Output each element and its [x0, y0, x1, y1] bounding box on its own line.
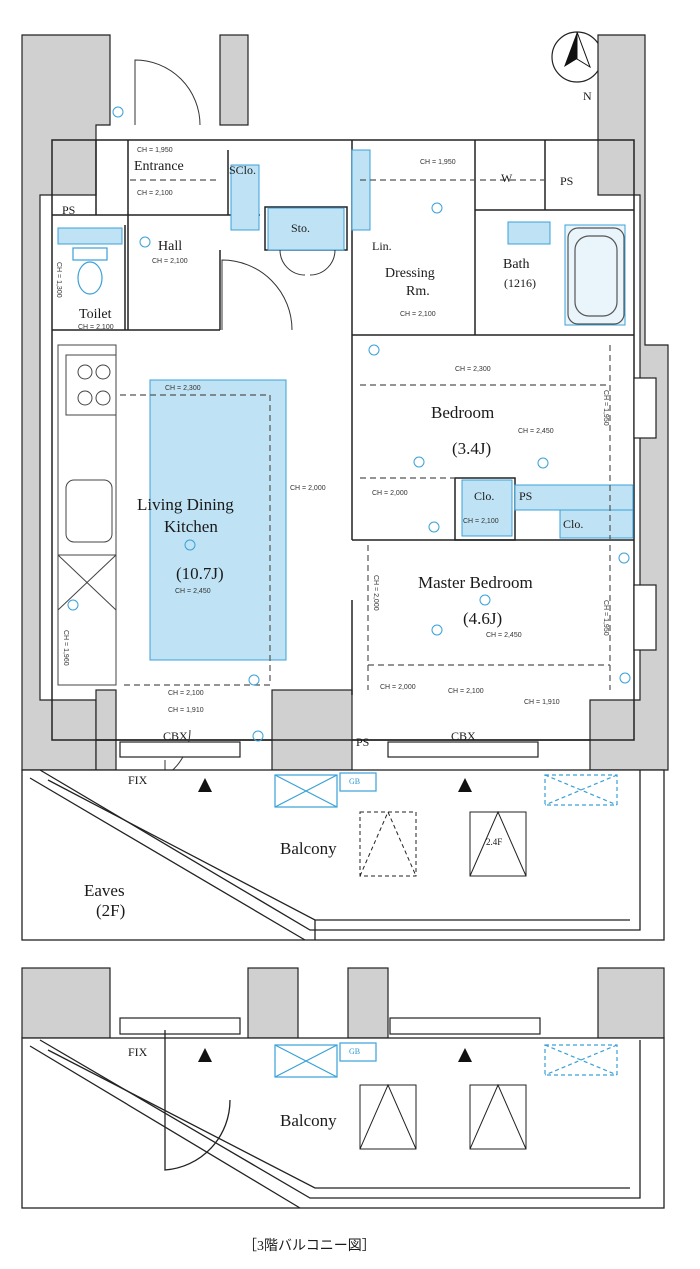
ps-label-2: PS: [560, 174, 574, 188]
balcony-lower: [21, 1030, 665, 1209]
room-master-size: (4.6J): [463, 609, 503, 628]
ch-master-bottom2: CH = 2,100: [448, 688, 484, 695]
room-closet-2: Clo.: [563, 517, 584, 531]
ch-entrance-1: CH = 1,950: [137, 147, 173, 154]
ceiling-dashes: [120, 179, 611, 690]
ch-master-vert: CH = 2,000: [372, 575, 379, 611]
ch-hall: CH = 2,100: [152, 258, 188, 265]
bathtub-icon: [567, 227, 625, 325]
toilet-icon: [72, 247, 108, 295]
kitchen-counter: [57, 344, 117, 686]
balcony-upper-fixtures: [274, 772, 618, 808]
eaves-label-2: (2F): [96, 901, 126, 920]
ch-master-bottom3: CH = 1,910: [524, 699, 560, 706]
windows: [119, 377, 657, 758]
north-label: N: [583, 89, 592, 103]
ch-master-mid: CH = 2,450: [486, 632, 522, 639]
ps-label-1: PS: [62, 203, 76, 217]
room-dressing-1: Dressing: [385, 266, 435, 281]
gb-label-2: GB: [349, 1047, 361, 1056]
ch-ldk-center: CH = 2,450: [175, 588, 211, 595]
room-bath: Bath: [503, 257, 530, 272]
ch-master-side: CH = 1,950: [602, 600, 609, 636]
outlet-icons: [67, 106, 631, 742]
balcony-lower-fixtures: [274, 1042, 618, 1078]
lower-windows: [119, 1017, 541, 1035]
cbx-label-1: CBX: [163, 729, 188, 743]
area-2f-label: 2.4F: [486, 837, 503, 847]
room-ldk-size: (10.7J): [176, 564, 224, 583]
ps-label-4: PS: [356, 735, 370, 749]
wm-label: W: [501, 171, 513, 185]
balcony-label-2: Balcony: [280, 1111, 337, 1130]
room-bedroom: Bedroom: [431, 403, 495, 422]
ch-clo: CH = 2,100: [463, 518, 499, 525]
balcony-upper: [21, 769, 665, 941]
room-hall: Hall: [158, 239, 183, 254]
room-toilet: Toilet: [79, 307, 112, 322]
room-dressing-2: Rm.: [406, 284, 430, 299]
ch-ldk-bottom: CH = 2,100: [168, 690, 204, 697]
ch-wash: CH = 1,950: [420, 159, 456, 166]
ch-bed-left: CH = 2,000: [372, 490, 408, 497]
compass-icon: [551, 31, 603, 83]
room-bedroom-size: (3.4J): [452, 439, 492, 458]
gb-label-1: GB: [349, 777, 361, 786]
room-ldk-2: Kitchen: [164, 517, 218, 536]
ch-ldk-top: CH = 2,300: [165, 385, 201, 392]
structure-walls: [21, 34, 669, 771]
room-ldk-1: Living Dining: [137, 495, 234, 514]
arrow-icon: [198, 1048, 212, 1062]
ch-master-bottom: CH = 2,000: [380, 684, 416, 691]
ch-ldk-bottom2: CH = 1,910: [168, 707, 204, 714]
fix-label-1: FIX: [128, 773, 148, 787]
lower-structure: [21, 967, 665, 1039]
arrow-icon: [458, 778, 472, 792]
eaves-label-1: Eaves: [84, 881, 125, 900]
ch-dressing: CH = 2,100: [400, 311, 436, 318]
ch-ldk-mid: CH = 2,000: [290, 485, 326, 492]
balcony-lower-hatches: [359, 1083, 527, 1150]
ps-label-3: PS: [519, 489, 533, 503]
balcony-label-1: Balcony: [280, 839, 337, 858]
arrow-icon: [198, 778, 212, 792]
balcony-upper-hatches: [359, 810, 527, 877]
room-entrance: Entrance: [134, 159, 184, 174]
ch-bed-side: CH = 1,950: [602, 390, 609, 426]
ch-toilet-v: CH = 1,300: [55, 262, 62, 298]
arrow-icon: [458, 1048, 472, 1062]
ch-entrance-2: CH = 2,100: [137, 190, 173, 197]
ch-bed-mid: CH = 2,450: [518, 428, 554, 435]
ch-kitchen-side: CH = 1,960: [62, 630, 69, 666]
ch-toilet-h: CH = 2,100: [78, 324, 114, 331]
room-storage: Sto.: [291, 221, 311, 235]
ch-bed-top: CH = 2,300: [455, 366, 491, 373]
fix-label-2: FIX: [128, 1045, 148, 1059]
caption: ［3階バルコニー図］: [243, 1239, 376, 1254]
room-closet: Clo.: [474, 489, 495, 503]
room-shoe-closet: SClo.: [229, 163, 257, 177]
fixtures-blue: [57, 149, 634, 661]
cbx-label-2: CBX: [451, 729, 476, 743]
room-bath-size: (1216): [504, 276, 536, 290]
room-master-bedroom: Master Bedroom: [418, 573, 533, 592]
room-linen: Lin.: [372, 239, 392, 253]
